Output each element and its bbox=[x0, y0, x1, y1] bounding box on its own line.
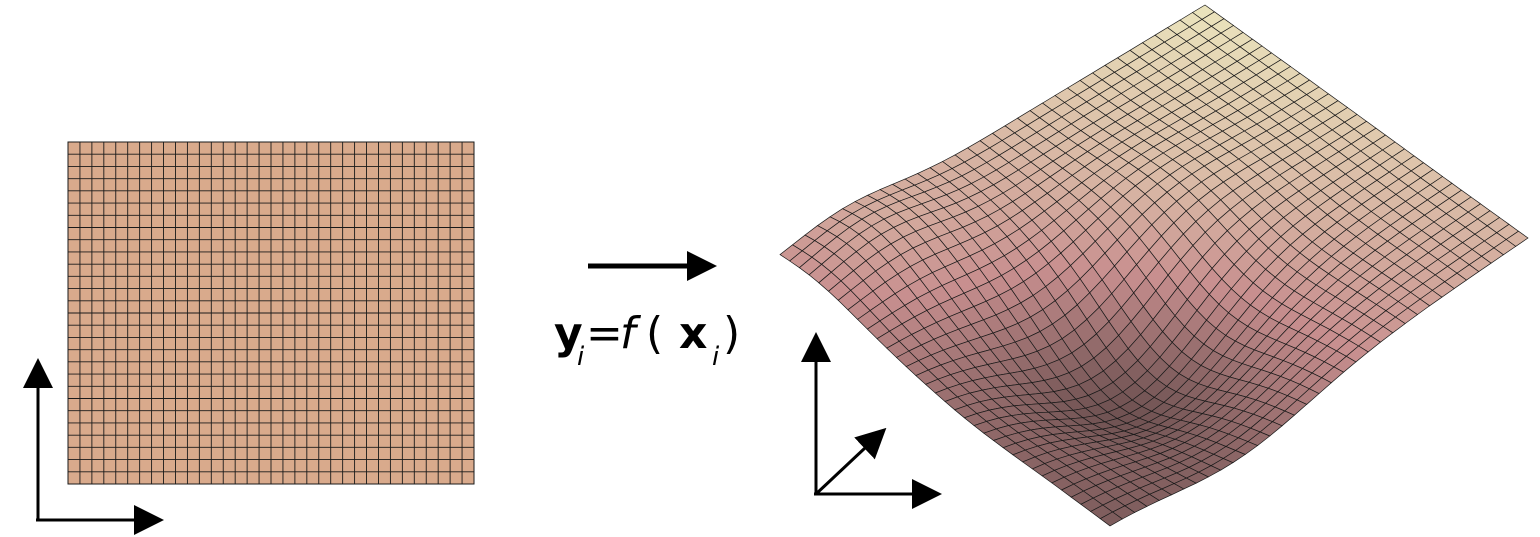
equation-y: y bbox=[554, 308, 583, 359]
equation-f: f bbox=[620, 308, 636, 359]
warped-output-surface bbox=[779, 4, 1529, 527]
input-axes bbox=[23, 358, 164, 535]
output-y-axis bbox=[814, 427, 887, 496]
equation-open-paren: ( bbox=[632, 308, 664, 359]
flat-input-grid bbox=[67, 141, 475, 485]
equation-x: x bbox=[679, 308, 708, 359]
equation-x-subscript: i bbox=[712, 342, 720, 372]
surface-cell bbox=[1099, 511, 1123, 527]
equation-y-subscript: i bbox=[577, 342, 585, 372]
equation-equals: = bbox=[586, 308, 623, 359]
output-axes bbox=[801, 332, 942, 509]
mapping-equation: y i = f ( x i ) bbox=[548, 300, 758, 372]
equation-close-paren: ) bbox=[723, 308, 741, 359]
